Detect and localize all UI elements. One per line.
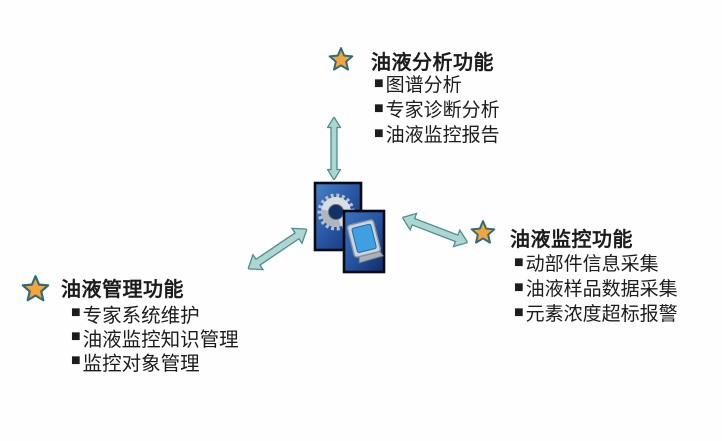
feature-item: ■动部件信息采集 bbox=[514, 250, 678, 275]
feature-item-label: 元素浓度超标报警 bbox=[525, 304, 678, 325]
feature-item-label: 监控对象管理 bbox=[82, 352, 200, 375]
star-icon bbox=[328, 47, 354, 73]
bullet-square: ■ bbox=[71, 304, 81, 321]
double-arrow-icon-left bbox=[242, 220, 313, 278]
star-icon bbox=[21, 275, 50, 304]
node-title: 油液监控功能 bbox=[510, 229, 633, 251]
feature-item: ■元素浓度超标报警 bbox=[514, 300, 678, 325]
feature-item: ■油液样品数据采集 bbox=[514, 275, 678, 300]
node-title: 油液管理功能 bbox=[61, 279, 184, 301]
double-arrow-icon-right bbox=[398, 207, 471, 253]
feature-item-label: 动部件信息采集 bbox=[525, 254, 659, 275]
feature-item: ■油液监控知识管理 bbox=[71, 325, 239, 351]
bullet-square: ■ bbox=[514, 303, 524, 321]
node-oil-analysis: 油液分析功能 ■图谱分析 ■专家诊断分析 ■油液监控报告 bbox=[326, 44, 516, 154]
bullet-square: ■ bbox=[71, 352, 81, 369]
feature-list: ■动部件信息采集 ■油液样品数据采集 ■元素浓度超标报警 bbox=[514, 250, 678, 325]
feature-item: ■油液监控报告 bbox=[374, 121, 500, 146]
feature-item: ■监控对象管理 bbox=[71, 349, 239, 375]
feature-item-label: 图谱分析 bbox=[385, 75, 462, 96]
gear-and-computer-icon bbox=[313, 181, 387, 275]
bullet-square: ■ bbox=[514, 253, 524, 271]
feature-item-label: 油液样品数据采集 bbox=[525, 279, 678, 300]
bullet-square: ■ bbox=[71, 328, 81, 345]
feature-item: ■图谱分析 bbox=[374, 71, 500, 96]
bullet-square: ■ bbox=[374, 99, 384, 117]
feature-item-label: 油液监控知识管理 bbox=[82, 328, 239, 351]
bullet-square: ■ bbox=[374, 74, 384, 92]
bullet-square: ■ bbox=[514, 278, 524, 296]
feature-item-label: 专家系统维护 bbox=[82, 304, 200, 327]
node-title: 油液分析功能 bbox=[371, 52, 494, 74]
feature-list: ■图谱分析 ■专家诊断分析 ■油液监控报告 bbox=[374, 71, 500, 146]
node-oil-monitoring: 油液监控功能 ■动部件信息采集 ■油液样品数据采集 ■元素浓度超标报警 bbox=[468, 217, 688, 332]
star-icon bbox=[470, 220, 496, 246]
feature-list: ■专家系统维护 ■油液监控知识管理 ■监控对象管理 bbox=[71, 301, 239, 375]
double-arrow-icon-top bbox=[326, 115, 342, 182]
feature-item-label: 油液监控报告 bbox=[385, 125, 500, 146]
feature-item: ■专家系统维护 bbox=[71, 301, 239, 327]
node-oil-management: 油液管理功能 ■专家系统维护 ■油液监控知识管理 ■监控对象管理 bbox=[19, 271, 259, 386]
feature-item-label: 专家诊断分析 bbox=[385, 100, 500, 121]
bullet-square: ■ bbox=[374, 124, 384, 142]
feature-item: ■专家诊断分析 bbox=[374, 96, 500, 121]
